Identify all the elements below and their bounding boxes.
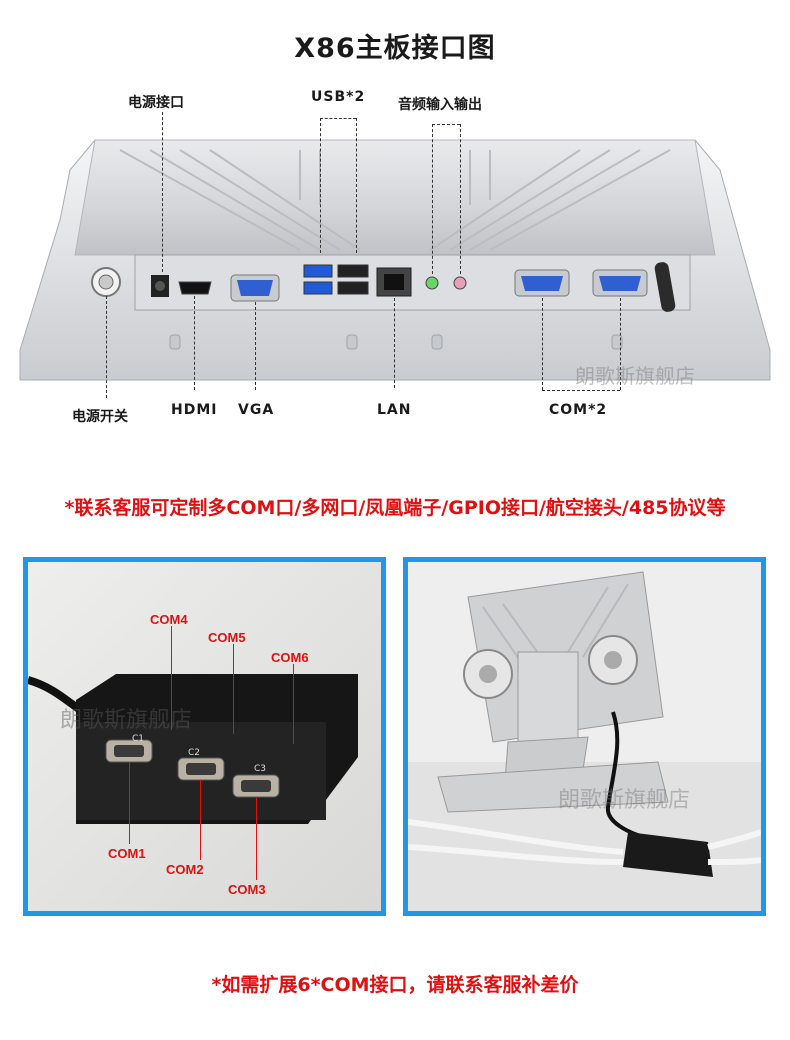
- label-com6: COM6: [271, 650, 309, 665]
- power-port-leader: [162, 112, 163, 272]
- label-com1: COM1: [108, 846, 146, 861]
- label-hdmi: HDMI: [171, 402, 218, 418]
- com6-leader: [293, 664, 294, 744]
- label-com3: COM3: [228, 882, 266, 897]
- monitor-stand-photo: 朗歌斯旗舰店: [403, 557, 766, 916]
- box-mark-c2: C2: [188, 748, 201, 758]
- expansion-box-illustration: [28, 562, 381, 911]
- lan-leader: [394, 298, 395, 388]
- watermark-left: 朗歌斯旗舰店: [60, 708, 193, 733]
- box-mark-c3: C3: [254, 764, 267, 774]
- com-bracket: [542, 390, 620, 391]
- usb-leader-left: [320, 118, 321, 253]
- audio-leader-right: [460, 124, 461, 274]
- vga-leader: [255, 302, 256, 390]
- label-vga: VGA: [238, 402, 275, 418]
- com5-leader: [233, 644, 234, 734]
- audio-leader-left: [432, 124, 433, 274]
- com4-leader: [171, 626, 172, 730]
- label-com5: COM5: [208, 630, 246, 645]
- usb-bracket: [320, 118, 356, 119]
- label-audio: 音频输入输出: [398, 97, 482, 113]
- com2-leader: [200, 780, 201, 860]
- label-com2-box: COM2: [166, 862, 204, 877]
- usb-leader-right: [356, 118, 357, 253]
- page-title: X86主板接口图: [294, 33, 496, 64]
- com-leader-right: [620, 298, 621, 390]
- label-usb: USB*2: [311, 89, 366, 105]
- watermark-right: 朗歌斯旗舰店: [558, 788, 691, 813]
- box-mark-c1: C1: [132, 734, 145, 744]
- label-com4: COM4: [150, 612, 188, 627]
- bottom-note: *如需扩展6*COM接口，请联系客服补差价: [211, 974, 579, 996]
- hdmi-leader: [194, 296, 195, 390]
- monitor-stand-illustration: [408, 562, 761, 911]
- watermark-top: 朗歌斯旗舰店: [575, 364, 695, 388]
- power-switch-leader: [106, 296, 107, 398]
- label-com2: COM*2: [549, 402, 608, 418]
- audio-bracket: [432, 124, 460, 125]
- com-leader-left: [542, 298, 543, 390]
- com1-leader: [129, 762, 130, 844]
- label-lan: LAN: [377, 402, 412, 418]
- com3-leader: [256, 798, 257, 880]
- customize-note: *联系客服可定制多COM口/多网口/凤凰端子/GPIO接口/航空接头/485协议…: [64, 497, 726, 519]
- label-power-port: 电源接口: [128, 95, 184, 111]
- expansion-box-photo: C1 C2 C3 COM4 COM5 COM6 COM1 COM2 COM3 朗…: [23, 557, 386, 916]
- label-power-switch: 电源开关: [72, 409, 128, 425]
- motherboard-panel-illustration: [19, 139, 771, 381]
